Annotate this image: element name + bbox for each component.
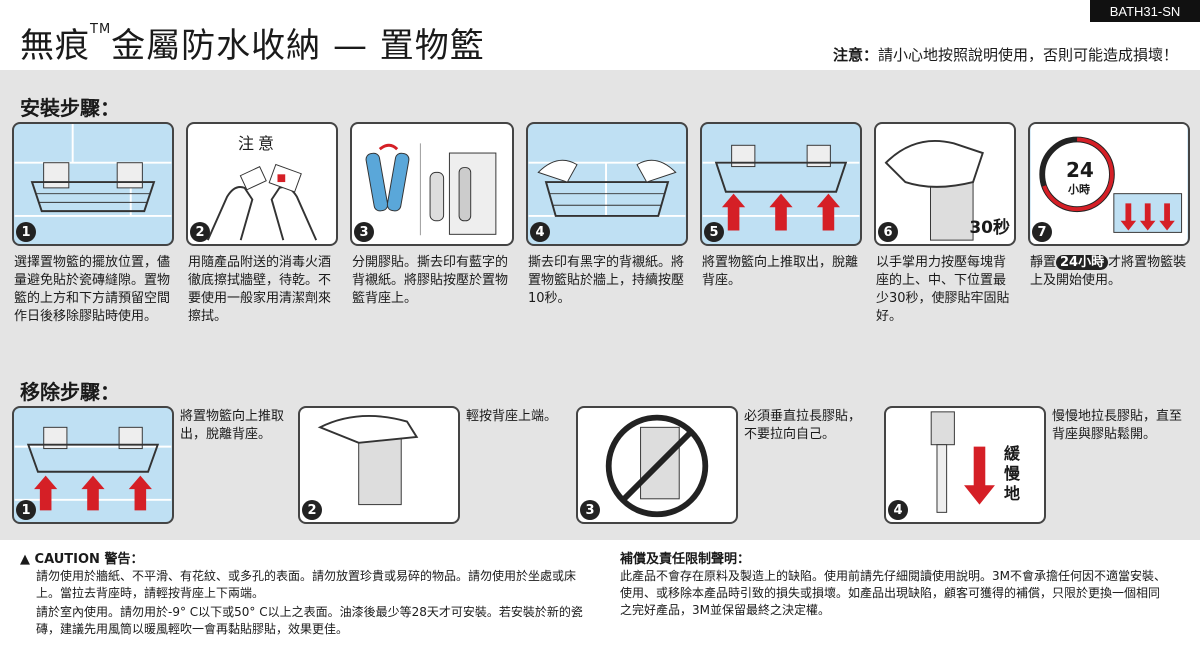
- slowly-label: 緩慢地: [1004, 444, 1021, 503]
- step-number-badge: 1: [16, 222, 36, 242]
- push-up-illustration: [702, 144, 860, 231]
- press-top-illustration: [317, 414, 419, 506]
- press-basket-illustration: [528, 159, 686, 217]
- hours-unit: 小時: [1068, 183, 1090, 196]
- step-number-badge: 5: [704, 222, 724, 242]
- wipe-illustration: [206, 163, 318, 241]
- install-panel-7: 24 小時 7: [1028, 122, 1190, 246]
- remove-step-3-text: 必須垂直拉長膠貼，不要拉向自己。: [744, 409, 862, 442]
- caution-paragraph-2: 請於室內使用。請勿用於-9° C以下或50° C以上之表面。油漆後最少等28天才…: [36, 605, 583, 636]
- remove-panel-3: 3: [576, 406, 738, 524]
- install-panel-3: 3: [350, 122, 514, 246]
- remove-step-4-text: 慢慢地拉長膠貼，直至背座與膠貼鬆開。: [1052, 409, 1183, 442]
- install-panel-1: 1: [12, 122, 174, 246]
- warranty-heading: 補償及責任限制聲明：: [620, 552, 751, 567]
- hours-number: 24: [1066, 158, 1094, 182]
- install-panel-5: 5: [700, 122, 862, 246]
- install-heading: 安裝步驟：: [20, 96, 120, 120]
- remove-step-1-text: 將置物籃向上推取出，脫離背座。: [180, 409, 285, 442]
- remove-panel-1: 1: [12, 406, 174, 524]
- install-step-3-text: 分開膠貼。撕去印有藍字的背襯紙。將膠貼按壓於置物籃背座上。: [352, 255, 509, 306]
- remove-panel-2: 2: [298, 406, 460, 524]
- step-number-badge: 3: [354, 222, 374, 242]
- seconds-label: 30秒: [969, 218, 1010, 238]
- step-number-badge: 6: [878, 222, 898, 242]
- timer-illustration: [1030, 124, 1188, 244]
- install-panel-2: 注意 2: [186, 122, 338, 246]
- warning-note: 注意：請小心地按照說明使用，否則可能造成損壞！: [832, 46, 1178, 64]
- slow-pull-illustration: [930, 411, 995, 513]
- wrong-pull-illustration: [605, 414, 709, 518]
- install-panel-4: 4: [526, 122, 688, 246]
- step-number-badge: 4: [530, 222, 550, 242]
- step-number-badge: 2: [190, 222, 210, 242]
- lift-basket-illustration: [14, 426, 172, 511]
- step-number-badge: 1: [16, 500, 36, 520]
- page-title: 無痕TM金屬防水收納 — 置物籃: [20, 22, 485, 66]
- step-number-badge: 2: [302, 500, 322, 520]
- palm-press-illustration: [884, 139, 984, 241]
- remove-heading: 移除步驟：: [20, 380, 120, 404]
- duration-highlight: 24小時: [1056, 255, 1109, 270]
- install-step-6-text: 以手掌用力按壓每塊背座的上、中、下位置最少30秒，使膠貼牢固貼好。: [876, 255, 1010, 324]
- step-number-badge: 3: [580, 500, 600, 520]
- adhesive-strip-illustration: [365, 143, 497, 236]
- basket-illustration: [14, 124, 172, 217]
- remove-step-2-text: 輕按背座上端。: [466, 409, 558, 424]
- warranty-text: 此產品不會存在原料及製造上的缺陷。使用前請先仔細閱讀使用說明。3M不會承擔任何因…: [620, 569, 1166, 617]
- step-number-badge: 7: [1032, 222, 1052, 242]
- remove-panel-4: 緩慢地 4: [884, 406, 1046, 524]
- panel-label: 注意: [238, 134, 279, 153]
- caution-heading: ▲ CAUTION 警告：: [20, 552, 144, 567]
- warning-triangle-icon: ▲: [20, 552, 35, 567]
- install-step-2-text: 用隨產品附送的消毒火酒徹底擦拭牆壁，待乾。不要使用一般家用清潔劑來擦拭。: [188, 255, 332, 324]
- install-step-4-text: 撕去印有黑字的背襯紙。將置物籃貼於牆上，持續按壓10秒。: [528, 255, 685, 306]
- model-code: BATH31-SN: [1090, 0, 1200, 22]
- step-number-badge: 4: [888, 500, 908, 520]
- install-panel-6: 30秒 6: [874, 122, 1016, 246]
- install-step-5-text: 將置物籃向上推取出，脫離背座。: [702, 255, 859, 288]
- install-step-1-text: 選擇置物籃的擺放位置，儘量避免貼於瓷磚縫隙。置物籃的上方和下方請預留空間作日後移…: [14, 255, 171, 324]
- caution-paragraph-1: 請勿使用於牆紙、不平滑、有花紋、或多孔的表面。請勿放置珍貴或易碎的物品。請勿使用…: [36, 569, 577, 600]
